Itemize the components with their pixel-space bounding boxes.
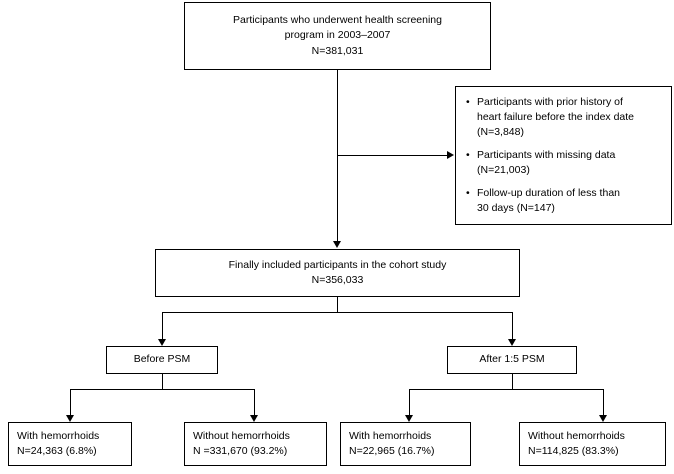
node-after-without-line2: N=114,825 (83.3%) <box>528 445 619 457</box>
node-before-with-line2: N=24,363 (6.8%) <box>17 445 97 457</box>
node-included-line1: Finally included participants in the coh… <box>228 258 447 271</box>
connector-psm-split <box>162 312 512 313</box>
node-before-psm-label: Before PSM <box>133 353 191 366</box>
node-total-participants-line1: Participants who underwent health screen… <box>233 14 442 27</box>
exclusion-2-line1: Follow-up duration of less than <box>477 186 620 199</box>
list-item: Participants with prior history of heart… <box>466 95 661 140</box>
connector-before-with-down <box>70 389 71 415</box>
node-before-with-hemorrhoids: With hemorrhoids N=24,363 (6.8%) <box>8 422 132 466</box>
exclusion-1-line1: Participants with missing data <box>477 149 616 162</box>
node-after-without-line1: Without hemorrhoids <box>528 429 625 442</box>
exclusion-0-line3: (N=3,848) <box>477 126 524 139</box>
connector-after-psm-split <box>409 389 603 390</box>
arrowhead-after-psm <box>507 339 516 346</box>
list-item: Participants with missing data (N=21,003… <box>466 148 661 178</box>
arrowhead-before-without <box>249 415 258 422</box>
connector-before-psm-down <box>162 312 163 339</box>
node-before-with-line1: With hemorrhoids <box>17 429 100 442</box>
list-item: Follow-up duration of less than 30 days … <box>466 186 661 216</box>
node-after-with-line2: N=22,965 (16.7%) <box>349 445 435 457</box>
connector-to-exclusions <box>337 155 447 156</box>
connector-included-down <box>337 297 338 312</box>
arrowhead-after-with <box>404 415 413 422</box>
connector-after-without-down <box>603 389 604 415</box>
node-before-without-line1: Without hemorrhoids <box>193 429 290 442</box>
connector-after-with-down <box>409 389 410 415</box>
exclusion-list: Participants with prior history of heart… <box>466 95 661 215</box>
node-after-without-hemorrhoids: Without hemorrhoids N=114,825 (83.3%) <box>519 422 666 466</box>
node-included-cohort: Finally included participants in the coh… <box>155 249 520 297</box>
node-after-psm-label: After 1:5 PSM <box>479 353 545 366</box>
node-included-line2: N=356,033 <box>311 274 364 286</box>
connector-before-psm-stem <box>162 374 163 389</box>
arrowhead-after-without <box>598 415 607 422</box>
node-total-participants-line3: N=381,031 <box>311 44 364 57</box>
arrowhead-included <box>332 241 341 248</box>
exclusion-0-line1: Participants with prior history of <box>477 96 623 109</box>
arrowhead-before-psm <box>157 339 166 346</box>
connector-before-without-down <box>254 389 255 415</box>
connector-before-psm-split <box>70 389 254 390</box>
node-before-psm: Before PSM <box>106 346 218 374</box>
arrowhead-exclusions <box>447 151 454 159</box>
exclusion-2-line2: 30 days (N=147) <box>477 201 555 214</box>
node-after-with-hemorrhoids: With hemorrhoids N=22,965 (16.7%) <box>340 422 471 466</box>
node-before-without-line2: N =331,670 (93.2%) <box>193 445 288 457</box>
node-total-participants: Participants who underwent health screen… <box>184 2 491 70</box>
connector-after-psm-down <box>512 312 513 339</box>
node-exclusions: Participants with prior history of heart… <box>455 86 672 225</box>
connector-after-psm-stem <box>512 374 513 389</box>
node-after-psm: After 1:5 PSM <box>447 346 577 374</box>
node-before-without-hemorrhoids: Without hemorrhoids N =331,670 (93.2%) <box>184 422 327 466</box>
exclusion-0-line2: heart failure before the index date <box>477 111 635 124</box>
exclusion-1-line2: (N=21,003) <box>477 163 530 176</box>
node-total-participants-line2: program in 2003–2007 <box>284 29 391 42</box>
node-after-with-line1: With hemorrhoids <box>349 429 432 442</box>
arrowhead-before-with <box>65 415 74 422</box>
